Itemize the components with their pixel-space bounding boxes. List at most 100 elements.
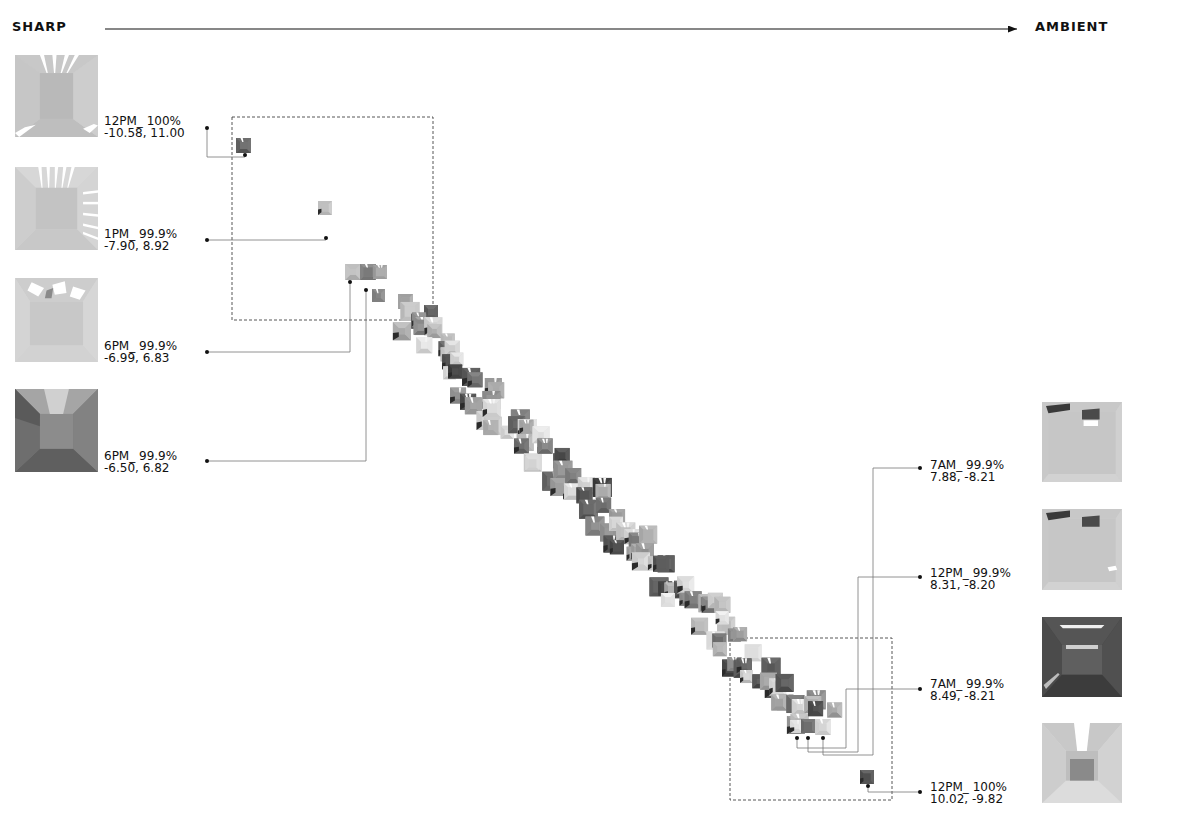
render-back-wall	[428, 309, 434, 315]
scatter-render	[373, 265, 387, 279]
render-light	[587, 477, 590, 482]
render-back-wall	[737, 631, 744, 638]
render-back-wall	[538, 432, 543, 437]
render-light	[820, 719, 823, 723]
render-ground	[801, 719, 815, 733]
render-ground	[236, 138, 251, 153]
scatter-render	[677, 576, 694, 593]
axis-label: AMBIENT	[1035, 20, 1108, 34]
scatter-render	[691, 618, 708, 635]
render-wall	[621, 540, 624, 554]
render-wall	[758, 644, 761, 661]
render-back-wall	[488, 425, 493, 430]
render-wall	[653, 556, 656, 572]
render-back-wall	[559, 452, 565, 458]
render-ground	[318, 201, 332, 215]
render-wall	[548, 439, 552, 454]
render-back-wall	[455, 357, 460, 362]
scatter-render	[450, 353, 463, 366]
render-back-wall	[1062, 645, 1102, 675]
coordinate-label: 7.88, -8.21	[930, 471, 995, 483]
render-ground	[416, 337, 432, 353]
leader-line	[207, 128, 245, 157]
render-wall	[702, 597, 706, 613]
render-light	[61, 167, 66, 188]
render-ground	[1042, 509, 1122, 590]
render-back-wall	[418, 324, 425, 331]
render-wall	[1102, 617, 1122, 697]
leader-line	[207, 282, 350, 352]
render-light	[467, 368, 471, 373]
render-light	[1074, 723, 1090, 751]
render-ground	[15, 55, 98, 137]
render-light	[627, 523, 630, 528]
render-ground	[360, 264, 376, 280]
render-ground	[524, 454, 542, 472]
render-wall	[837, 702, 842, 717]
render-ground	[483, 399, 501, 417]
render-light	[776, 694, 779, 698]
scatter-render	[579, 500, 598, 519]
render-wall	[743, 627, 747, 641]
render-light	[610, 548, 613, 554]
render-back-wall	[741, 663, 746, 668]
render-back-wall	[613, 543, 621, 551]
render-light	[15, 389, 40, 426]
render-wall	[649, 577, 653, 596]
render-light	[614, 540, 617, 543]
render-light	[448, 372, 452, 378]
scatter-render	[236, 138, 251, 153]
render-back-wall	[719, 615, 725, 621]
render-thumbnail	[15, 55, 98, 137]
render-back-wall	[519, 443, 524, 448]
scatter-render	[596, 498, 611, 513]
render-wall	[723, 642, 727, 656]
render-wall	[524, 439, 529, 454]
render-wall	[15, 167, 36, 250]
render-light	[83, 202, 98, 204]
render-light	[745, 658, 747, 663]
render-back-wall	[767, 664, 774, 671]
render-back-wall	[1048, 412, 1115, 474]
render-light	[492, 391, 495, 395]
render-wall	[508, 416, 513, 433]
scatter-render	[632, 552, 650, 570]
scatter-render	[714, 597, 730, 613]
render-light	[488, 399, 492, 403]
render-light	[27, 282, 44, 296]
render-ground	[677, 576, 694, 593]
render-back-wall	[580, 491, 589, 500]
render-wall	[416, 337, 421, 353]
render-light	[769, 688, 773, 696]
render-wall	[414, 320, 418, 335]
render-back-wall	[432, 329, 436, 333]
render-wall	[716, 611, 720, 624]
scatter-render	[538, 438, 553, 453]
scatter-render	[716, 611, 729, 624]
render-back-wall	[528, 459, 536, 467]
render-ground	[1042, 402, 1122, 482]
render-ground	[15, 167, 98, 250]
time-label: 6PM_ 99.9%	[104, 450, 177, 462]
render-back-wall	[643, 530, 653, 540]
leader-dot	[821, 736, 825, 740]
render-wall	[465, 397, 470, 414]
render-wall	[740, 670, 743, 683]
render-light	[15, 125, 36, 137]
render-wall	[801, 719, 804, 733]
render-light	[519, 427, 523, 433]
render-wall	[450, 388, 455, 404]
render-light	[416, 312, 419, 316]
render-light	[585, 500, 589, 504]
render-back-wall	[695, 622, 704, 631]
render-wall	[405, 322, 411, 340]
render-wall	[653, 526, 657, 544]
render-light	[40, 55, 48, 73]
render-back-wall	[542, 443, 548, 449]
render-wall	[445, 341, 450, 356]
render-light	[241, 138, 244, 142]
scatter-render	[771, 694, 787, 710]
render-light	[1066, 645, 1098, 649]
render-light	[1060, 625, 1105, 628]
leader-dot	[918, 790, 922, 794]
